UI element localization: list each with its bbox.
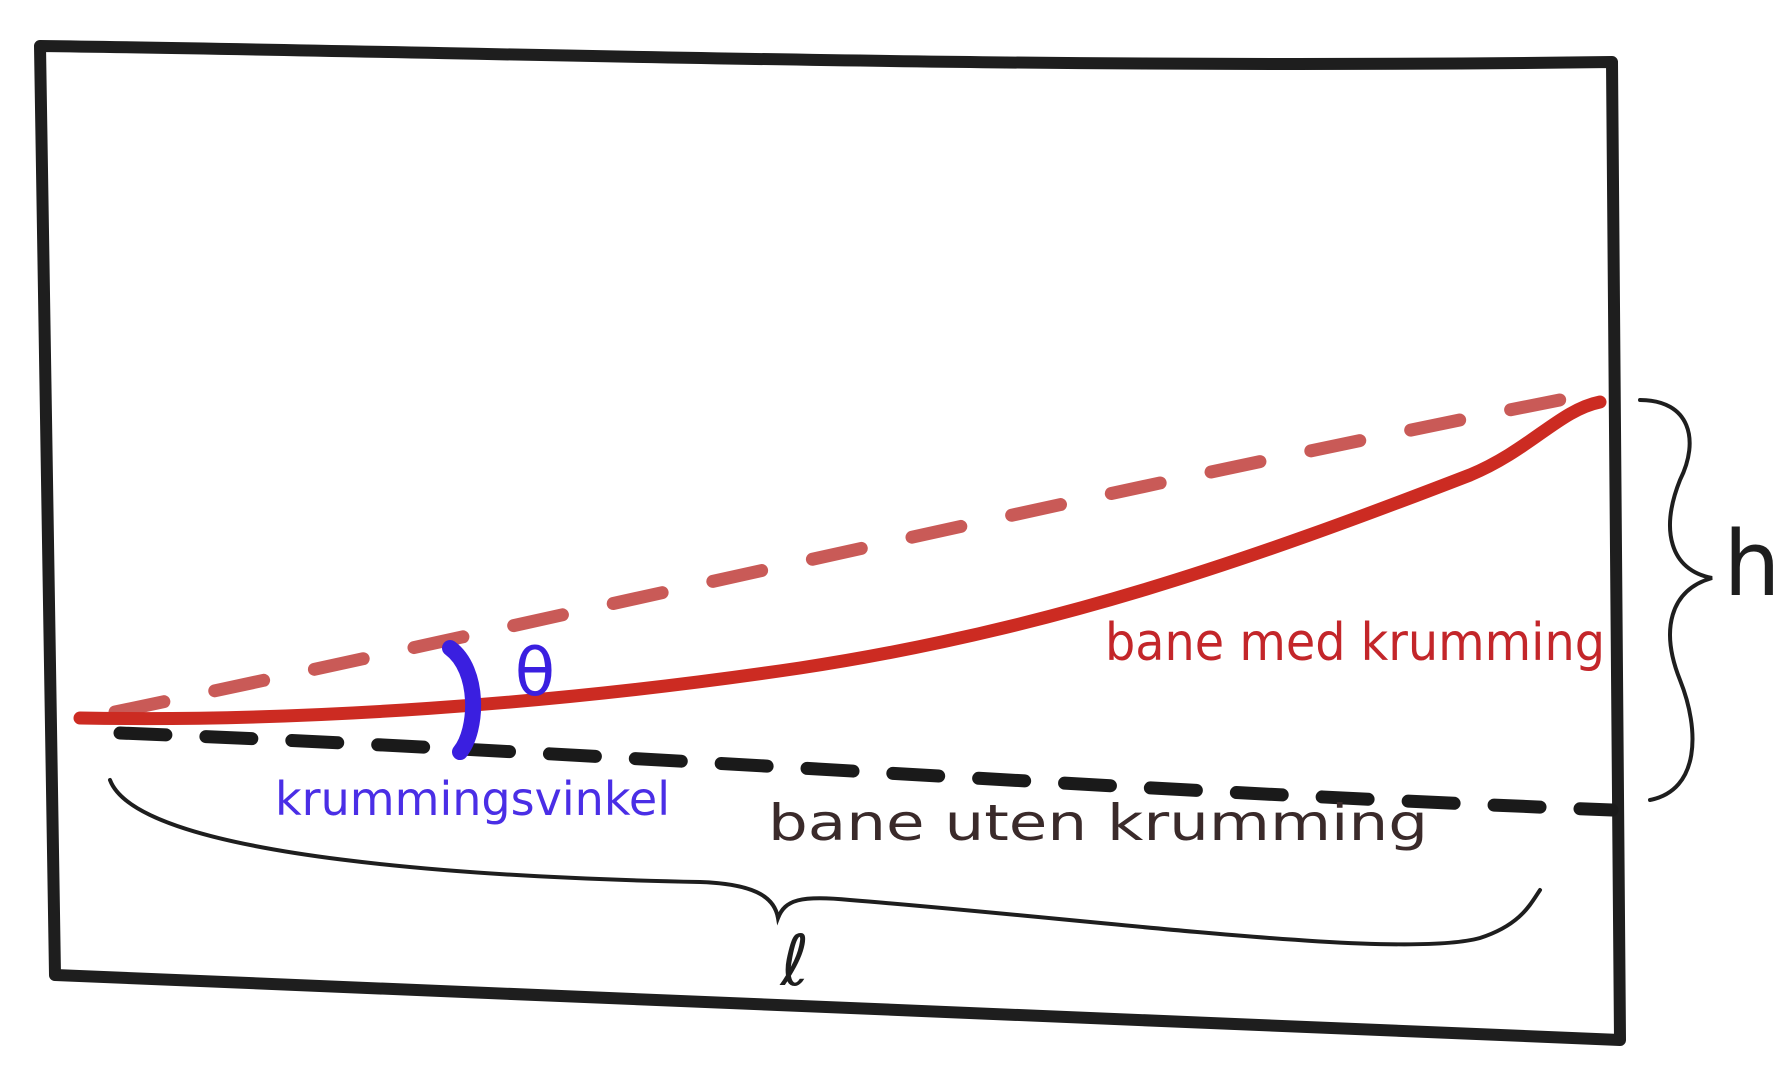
length-label: ℓ [780,920,810,1002]
frame-border [34,40,1626,1046]
angle-arc [442,640,482,760]
curved-path [73,395,1607,726]
height-label: h [1723,512,1780,617]
curvature-angle-label: krummingsvinkel [275,772,670,826]
height-brace [1638,398,1713,802]
straight-path-dashed [113,726,1619,817]
curved-path-label: bane med krumming [1105,613,1605,673]
angle-theta-label: θ [515,634,555,711]
tangent-line-dashed [108,385,1607,719]
length-brace [108,778,1542,947]
straight-path-label: bane uten krumming [768,794,1428,852]
